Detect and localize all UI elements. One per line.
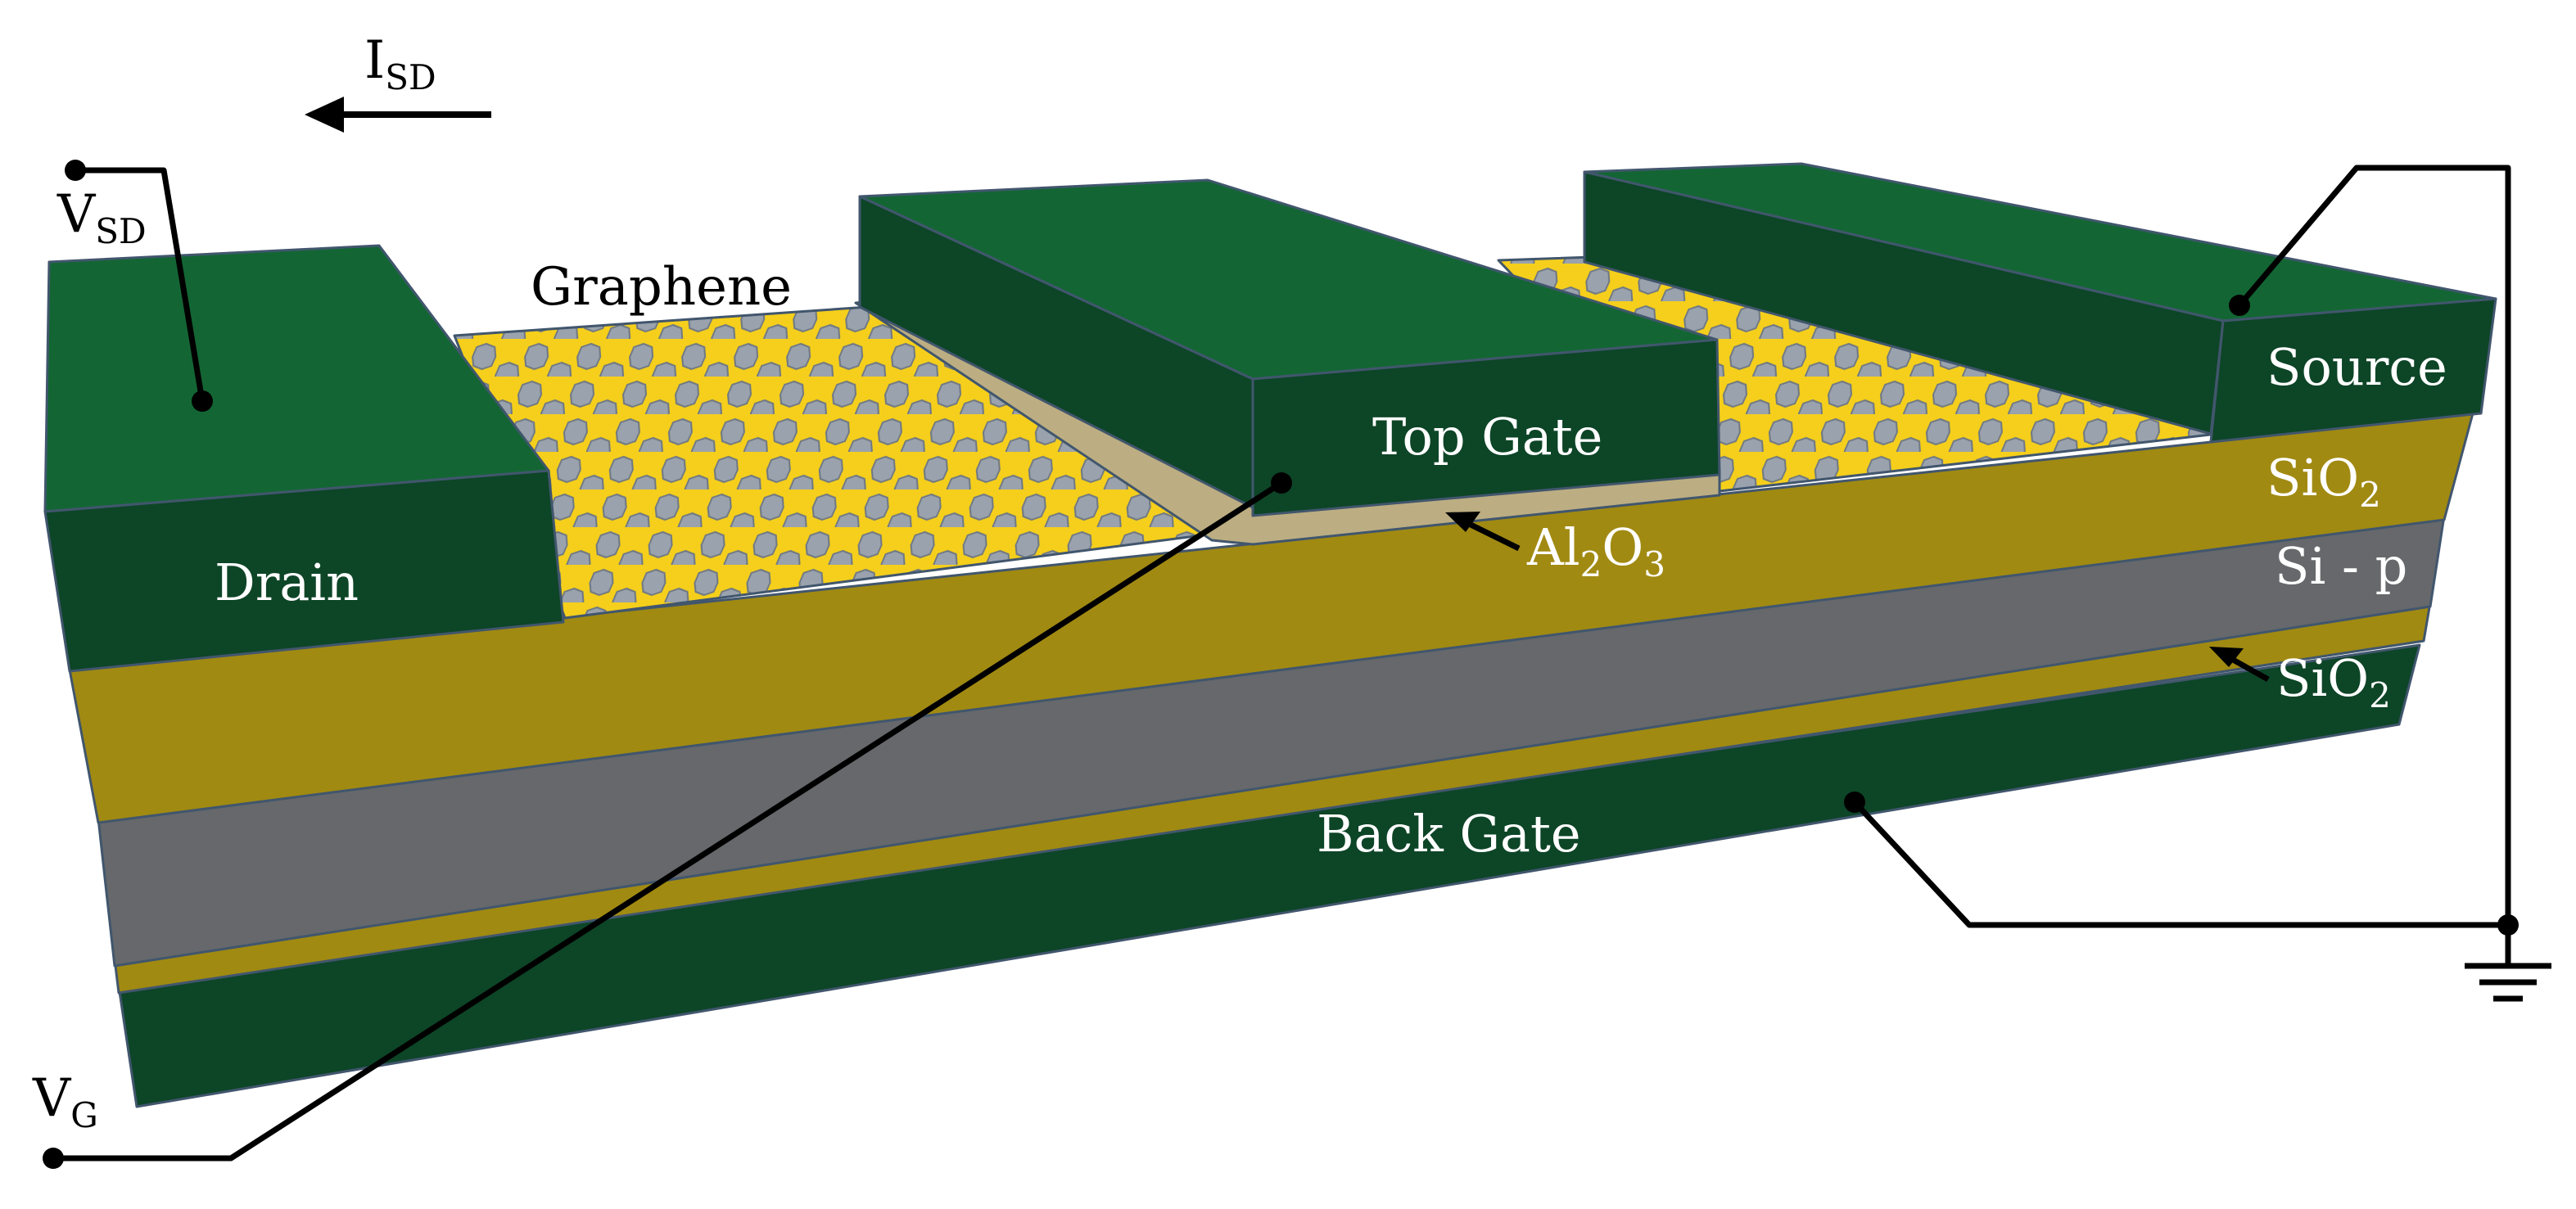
top-sio2-layer-front	[68, 412, 2474, 824]
si-p-label: Si - p	[2275, 536, 2407, 596]
al2o3-pointer-arrow	[1445, 512, 1521, 552]
vg-label: VG	[32, 1068, 98, 1135]
drain-electrode-front	[43, 469, 565, 673]
vsd-wire	[65, 160, 213, 412]
source-label: Source	[2266, 337, 2447, 397]
top-gate-electrode-front	[1251, 338, 1721, 517]
bottom-sio2-pointer-arrow	[2209, 647, 2270, 683]
current-label: ISD	[364, 30, 436, 97]
drain-label: Drain	[215, 553, 359, 612]
source-wire	[2229, 165, 2511, 925]
vg-wire	[43, 472, 1292, 1169]
sio2-bottom-label: SiO2	[2276, 648, 2391, 715]
back-gate-wire	[1844, 792, 2519, 936]
graphene-label: Graphene	[531, 257, 792, 318]
sio2-top-label: SiO2	[2266, 448, 2381, 515]
back-gate-label: Back Gate	[1317, 804, 1581, 864]
current-direction-arrow	[305, 97, 491, 133]
ground-icon	[2465, 925, 2551, 1002]
top-gate-label: Top Gate	[1372, 407, 1602, 467]
drain-electrode-top	[43, 244, 550, 513]
source-electrode-front	[2209, 297, 2497, 444]
al2o3-label: Al2O3	[1526, 517, 1665, 584]
vsd-label: VSD	[56, 184, 147, 251]
